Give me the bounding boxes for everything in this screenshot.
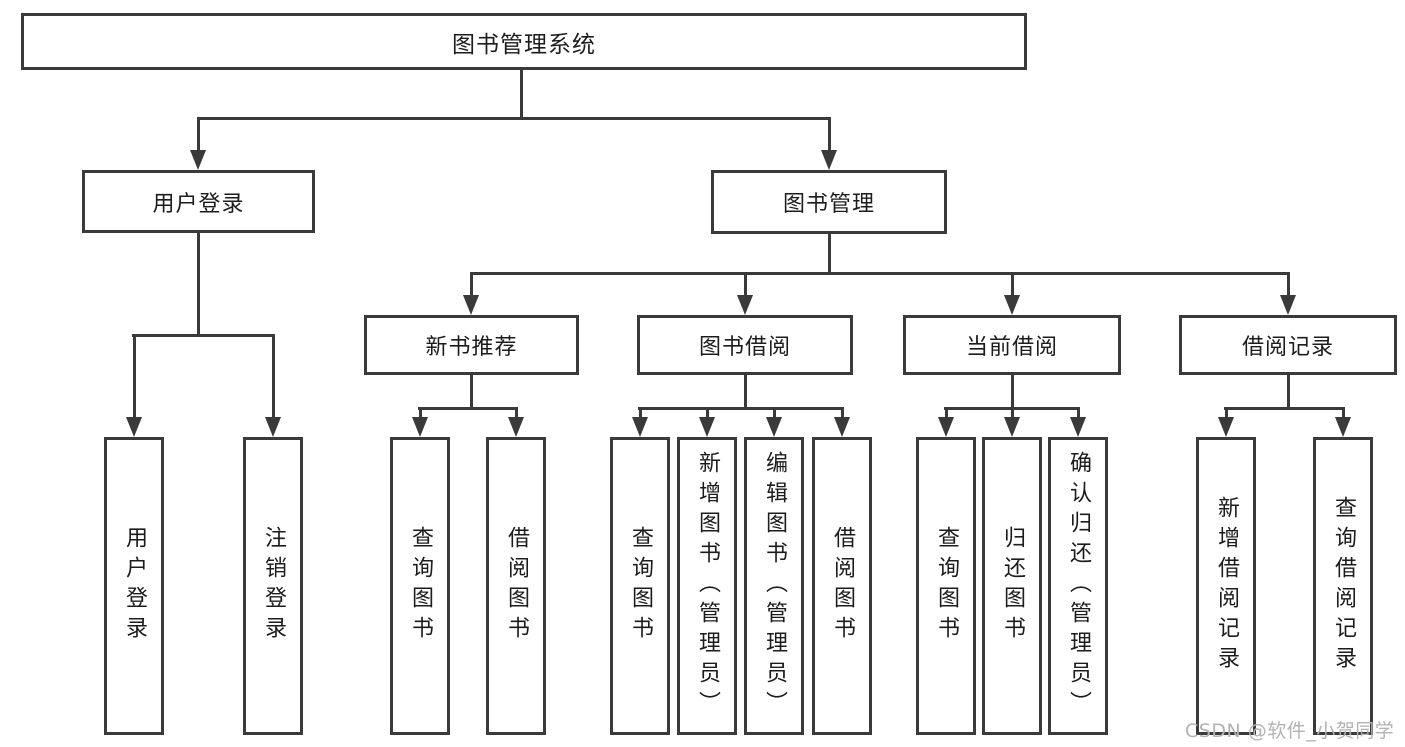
leaf-borrowing-edit-books-admin: 编辑图书（管理员） xyxy=(744,437,804,735)
connector-leaf-line xyxy=(840,407,844,421)
node-user-login: 用户登录 xyxy=(82,170,315,233)
connector-book-management-stub xyxy=(827,234,831,275)
arrowhead-down-icon xyxy=(834,417,850,437)
leaf-label: 新增图书（管理员） xyxy=(695,451,720,721)
arrowhead-down-icon xyxy=(1218,417,1234,437)
connector-leaf-line xyxy=(944,407,948,421)
connector-leaf-line xyxy=(418,407,422,421)
leaf-label: 用户登录 xyxy=(122,526,147,646)
arrowhead-to-book-borrowing-icon xyxy=(737,295,753,315)
connector-user-login-stub xyxy=(197,233,200,337)
connector-borrow-records-stub xyxy=(1286,375,1290,410)
node-new-book-recommend: 新书推荐 xyxy=(364,315,579,375)
arrowhead-down-icon xyxy=(699,417,715,437)
connector-to-user-login-line xyxy=(197,117,200,153)
leaf-current-query-books: 查询图书 xyxy=(916,437,976,735)
node-label: 当前借阅 xyxy=(965,335,1058,360)
connector-book-management-hline xyxy=(470,272,1290,275)
leaf-current-return-books: 归还图书 xyxy=(982,437,1042,735)
arrowhead-down-icon xyxy=(766,417,782,437)
leaf-label: 编辑图书（管理员） xyxy=(762,451,787,721)
leaf-records-add-record: 新增借阅记录 xyxy=(1196,437,1256,735)
arrowhead-to-book-management-icon xyxy=(821,150,837,170)
leaf-label: 注销登录 xyxy=(261,526,286,646)
arrowhead-to-new-books-icon xyxy=(463,295,479,315)
arrowhead-down-icon xyxy=(1335,417,1351,437)
connector-to-book-management-line xyxy=(827,117,831,153)
node-label: 图书管理系统 xyxy=(452,31,596,58)
node-label: 图书借阅 xyxy=(698,335,791,360)
arrowhead-down-icon xyxy=(632,417,648,437)
node-library-management-system: 图书管理系统 xyxy=(21,13,1027,70)
leaf-user-login: 用户登录 xyxy=(104,437,164,735)
leaf-borrowing-borrow-books: 借阅图书 xyxy=(812,437,872,735)
arrowhead-to-current-borrowing-icon xyxy=(1004,295,1020,315)
connector-to-book-borrowing-line xyxy=(743,272,747,297)
node-book-borrowing: 图书借阅 xyxy=(637,315,853,375)
arrowhead-down-icon xyxy=(1070,417,1086,437)
arrowhead-down-icon xyxy=(1004,417,1020,437)
connector-root-stub xyxy=(519,69,523,119)
csdn-watermark: CSDN @软件_小贺同学 xyxy=(1185,720,1395,742)
connector-book-borrowing-hline xyxy=(638,407,844,410)
connector-leaf-line xyxy=(1224,407,1228,421)
leaf-logout: 注销登录 xyxy=(243,437,303,735)
node-book-management: 图书管理 xyxy=(711,170,947,234)
connector-leaf-line xyxy=(705,407,709,421)
leaf-label: 借阅图书 xyxy=(830,526,855,646)
node-label: 图书管理 xyxy=(782,192,875,217)
arrowhead-to-leaf-logout-icon xyxy=(265,417,281,437)
leaf-label: 新增借阅记录 xyxy=(1214,496,1239,676)
connector-leaf-line xyxy=(772,407,776,421)
leaf-label: 查询图书 xyxy=(628,526,653,646)
connector-leaf-line xyxy=(1010,407,1014,421)
leaf-label: 借阅图书 xyxy=(504,526,529,646)
arrowhead-down-icon xyxy=(508,417,524,437)
arrowhead-to-leaf-login-icon xyxy=(126,417,142,437)
leaf-new-books-query-books: 查询图书 xyxy=(390,437,450,735)
leaf-new-books-borrow-books: 借阅图书 xyxy=(486,437,546,735)
arrowhead-to-user-login-icon xyxy=(190,150,206,170)
connector-book-borrowing-stub xyxy=(743,375,747,410)
connector-to-leaf-logout-line xyxy=(271,334,275,421)
node-label: 借阅记录 xyxy=(1241,335,1334,360)
node-borrow-records: 借阅记录 xyxy=(1179,315,1397,375)
connector-leaf-line xyxy=(514,407,518,421)
arrowhead-to-borrow-records-icon xyxy=(1280,295,1296,315)
leaf-current-confirm-return-admin: 确认归还（管理员） xyxy=(1048,437,1108,735)
connector-new-books-stub xyxy=(470,375,473,410)
connector-leaf-line xyxy=(638,407,642,421)
arrowhead-down-icon xyxy=(412,417,428,437)
connector-to-new-books-line xyxy=(470,272,473,297)
connector-to-borrow-records-line xyxy=(1286,272,1290,297)
leaf-label: 查询图书 xyxy=(934,526,959,646)
arrowhead-down-icon xyxy=(938,417,954,437)
node-label: 用户登录 xyxy=(152,191,245,217)
leaf-borrowing-query-books: 查询图书 xyxy=(610,437,670,735)
connector-user-login-hline xyxy=(132,334,275,337)
leaf-label: 查询借阅记录 xyxy=(1331,496,1356,676)
leaf-label: 归还图书 xyxy=(1000,526,1025,646)
leaf-borrowing-add-books-admin: 新增图书（管理员） xyxy=(677,437,737,735)
connector-leaf-line xyxy=(1076,407,1080,421)
connector-borrow-records-hline xyxy=(1224,407,1344,410)
connector-to-current-borrowing-line xyxy=(1010,272,1014,297)
leaf-records-query-record: 查询借阅记录 xyxy=(1313,437,1373,735)
connector-new-books-hline xyxy=(418,407,518,410)
connector-root-hline xyxy=(197,117,831,120)
node-label: 新书推荐 xyxy=(425,335,518,360)
node-current-borrowing: 当前借阅 xyxy=(903,315,1121,375)
leaf-label: 查询图书 xyxy=(408,526,433,646)
connector-to-leaf-login-line xyxy=(132,334,136,421)
leaf-label: 确认归还（管理员） xyxy=(1066,451,1091,721)
connector-current-borrowing-stub xyxy=(1010,375,1014,410)
connector-leaf-line xyxy=(1341,407,1345,421)
